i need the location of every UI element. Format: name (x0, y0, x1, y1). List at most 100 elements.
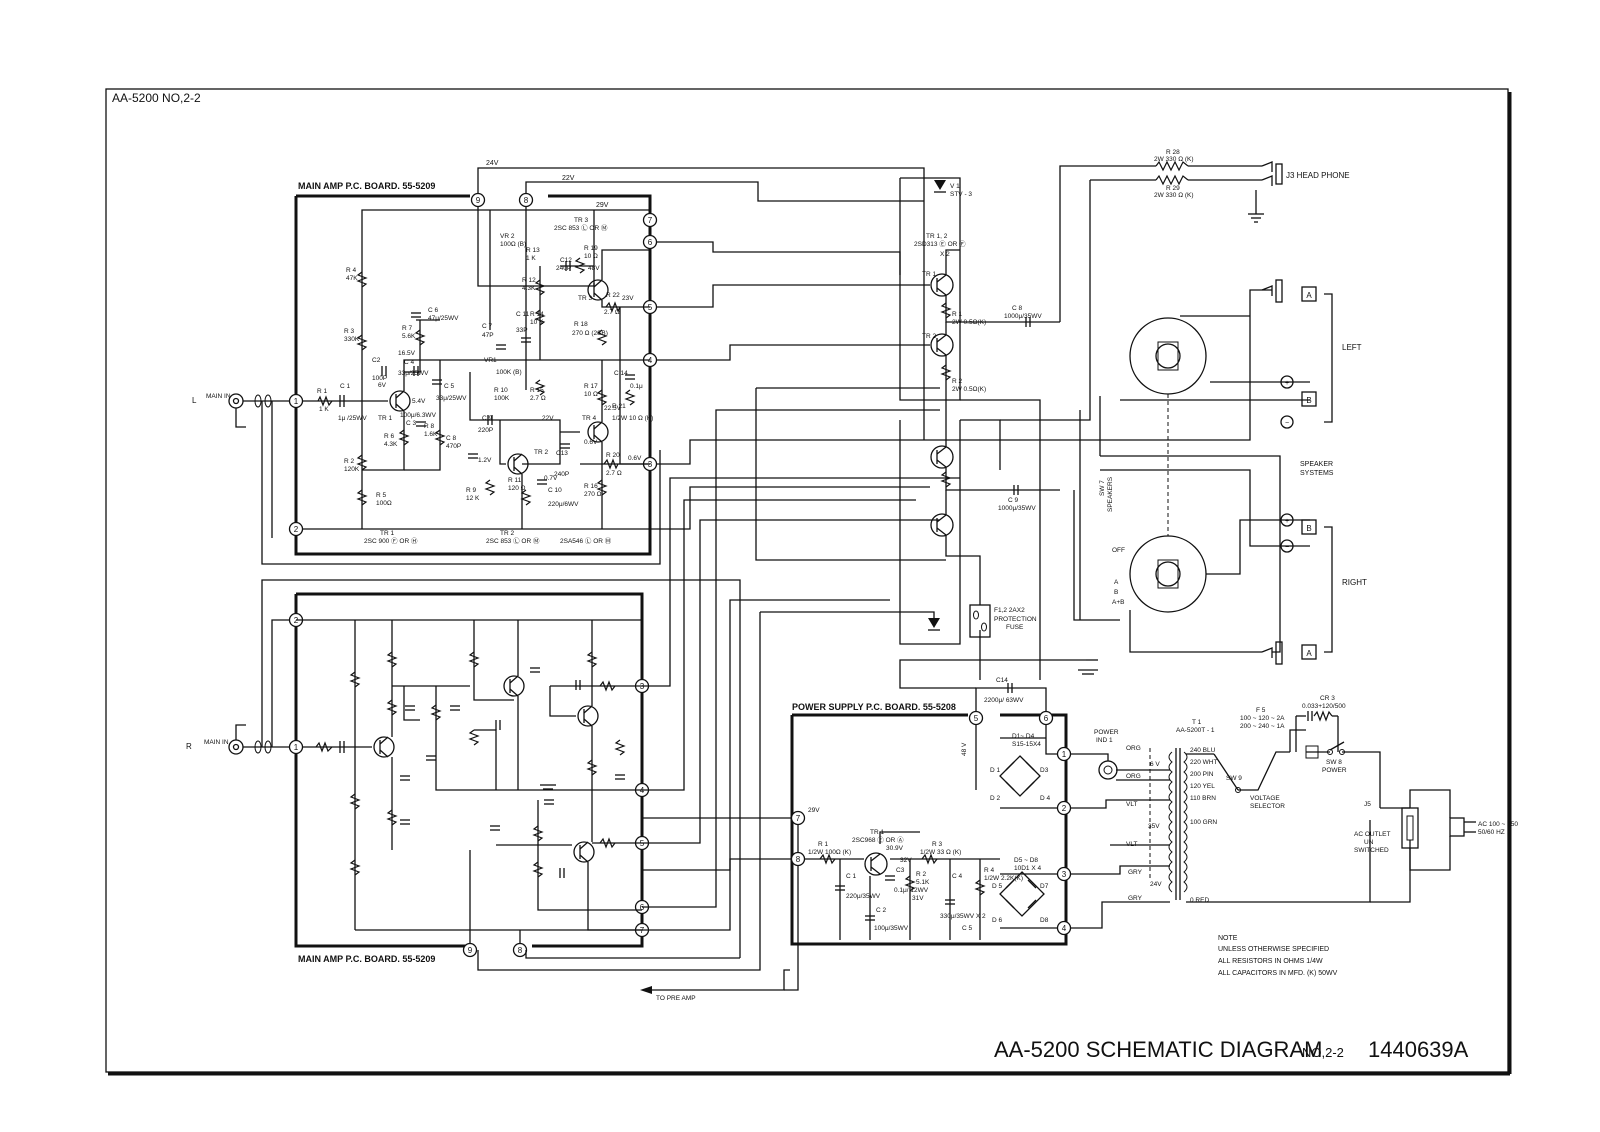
speaker-jack-left (1261, 279, 1283, 303)
svg-text:2W 0.5Ω(K): 2W 0.5Ω(K) (952, 319, 986, 326)
svg-text:GRY: GRY (1128, 869, 1143, 876)
main-amp-board-top (294, 194, 652, 556)
svg-text:C 5: C 5 (962, 925, 973, 932)
svg-text:D 2: D 2 (990, 795, 1001, 802)
svg-text:100 GRN: 100 GRN (1190, 819, 1217, 826)
protection-fuse (969, 604, 991, 638)
power-resistors (819, 853, 986, 896)
rail-22v-label: 22V (562, 175, 575, 182)
ground-symbol-headphone (1248, 213, 1264, 223)
svg-text:470P: 470P (446, 443, 461, 450)
board-label-power: POWER SUPPLY P.C. BOARD. 55-5208 (792, 702, 956, 712)
power-switch-sw8 (1327, 741, 1345, 755)
svg-text:100μ/35WV: 100μ/35WV (874, 925, 909, 932)
output-resistors (940, 302, 952, 488)
svg-text:D1~ D4: D1~ D4 (1012, 733, 1035, 740)
left-channel-label: L (192, 396, 197, 405)
svg-text:200 ~ 240 ~ 1A: 200 ~ 240 ~ 1A (1240, 723, 1285, 730)
left-jack-label: MAIN IN (206, 393, 231, 400)
svg-text:48 V: 48 V (961, 742, 968, 756)
svg-text:VR 2: VR 2 (500, 233, 515, 240)
diagram-title: AA-5200 SCHEMATIC DIAGRAM (994, 1037, 1322, 1062)
svg-text:R 15: R 15 (530, 387, 544, 394)
svg-text:UN: UN (1364, 839, 1374, 846)
svg-text:TR 1: TR 1 (922, 271, 936, 278)
top-component-labels: R 1 1 K C 1 1μ /25WV R 2 120K R 3 330K R… (317, 217, 653, 545)
svg-text:6: 6 (648, 238, 653, 247)
svg-text:1/2W 100Ω (K): 1/2W 100Ω (K) (808, 849, 851, 856)
svg-text:0.1μ: 0.1μ (630, 383, 643, 390)
tr4-transistor-bottom (573, 841, 595, 863)
mains-labels: POWER IND 1 T 1 AA-5200T - 1 ORG ORG 6 V… (1094, 695, 1518, 904)
svg-text:6 V: 6 V (1150, 761, 1160, 768)
svg-text:POWER: POWER (1094, 729, 1119, 736)
mains-wiring (1071, 716, 1411, 929)
svg-text:100 ~ 120 ~ 2A: 100 ~ 120 ~ 2A (1240, 715, 1285, 722)
svg-text:R 1: R 1 (818, 841, 829, 848)
output-transistor-tr2 (930, 333, 954, 357)
svg-text:R 8: R 8 (424, 423, 435, 430)
svg-text:0 RED: 0 RED (1190, 897, 1209, 904)
svg-text:D7: D7 (1040, 883, 1049, 890)
svg-text:1μ /25WV: 1μ /25WV (338, 415, 367, 422)
svg-text:AC 100 ~ 250: AC 100 ~ 250 (1478, 821, 1518, 828)
svg-text:3: 3 (648, 460, 653, 469)
top-node-6: 6 (642, 234, 658, 250)
diagram-sheet-number: NO,2-2 (1302, 1045, 1344, 1060)
svg-text:RIGHT: RIGHT (1342, 578, 1367, 587)
svg-text:SYSTEMS: SYSTEMS (1300, 470, 1334, 477)
svg-text:35V: 35V (1148, 823, 1160, 830)
svg-text:R 20: R 20 (606, 452, 620, 459)
svg-text:C 4: C 4 (952, 873, 963, 880)
svg-text:8: 8 (796, 855, 801, 864)
svg-text:47K: 47K (346, 275, 358, 282)
svg-text:D 5: D 5 (992, 883, 1003, 890)
svg-text:270 Ω: 270 Ω (584, 491, 602, 498)
svg-text:1/2W 2.2K(K): 1/2W 2.2K(K) (984, 875, 1023, 882)
svg-text:J3 HEAD PHONE: J3 HEAD PHONE (1286, 171, 1350, 180)
svg-text:0.6V: 0.6V (628, 455, 642, 462)
svg-text:S15-15X4: S15-15X4 (1012, 741, 1041, 748)
power-supply-wiring (640, 659, 1098, 994)
protection-diode-bottom (760, 611, 940, 631)
svg-text:R 4: R 4 (346, 267, 357, 274)
svg-text:+: + (1285, 380, 1289, 387)
tr3-transistor-top (587, 279, 609, 301)
svg-text:ORG: ORG (1126, 773, 1141, 780)
svg-text:C 10: C 10 (548, 487, 562, 494)
svg-text:D5 ~ D8: D5 ~ D8 (1014, 857, 1038, 864)
svg-text:240P: 240P (554, 471, 569, 478)
svg-text:16.5V: 16.5V (398, 350, 416, 357)
svg-text:23V: 23V (622, 295, 634, 302)
svg-text:2.7 Ω: 2.7 Ω (604, 309, 620, 316)
svg-text:2.7 Ω: 2.7 Ω (530, 395, 546, 402)
svg-text:C 14: C 14 (614, 370, 628, 377)
svg-text:+: + (1285, 518, 1289, 525)
svg-text:2: 2 (1062, 804, 1067, 813)
bottom-capacitors (339, 667, 625, 878)
svg-text:24V: 24V (1150, 881, 1162, 888)
ground-symbol-power (1078, 669, 1098, 675)
svg-text:ORG: ORG (1126, 745, 1141, 752)
inter-board-wiring (477, 387, 960, 971)
svg-text:1/2W 33 Ω (K): 1/2W 33 Ω (K) (920, 849, 961, 856)
svg-text:SW 8: SW 8 (1326, 759, 1342, 766)
svg-text:1 K: 1 K (526, 255, 536, 262)
bottom-node-9: 9 (462, 942, 478, 958)
svg-text:B: B (1306, 524, 1311, 533)
speaker-wiring (1000, 180, 1310, 653)
title-block: AA-5200 SCHEMATIC DIAGRAM NO,2-2 1440639… (994, 1037, 1469, 1062)
svg-text:5.1K: 5.1K (916, 879, 930, 886)
svg-text:CR 3: CR 3 (1320, 695, 1335, 702)
svg-text:4.3K: 4.3K (522, 285, 536, 292)
svg-text:SW 9: SW 9 (1226, 775, 1242, 782)
terminal-right-minus: − (1280, 539, 1294, 553)
svg-text:120 YEL: 120 YEL (1190, 783, 1215, 790)
svg-text:POWER: POWER (1322, 767, 1347, 774)
svg-text:0.6V: 0.6V (584, 439, 598, 446)
svg-text:R 7: R 7 (402, 325, 413, 332)
svg-text:10 K: 10 K (530, 319, 544, 326)
svg-text:1: 1 (1062, 750, 1067, 759)
svg-text:TR 1: TR 1 (380, 530, 394, 537)
